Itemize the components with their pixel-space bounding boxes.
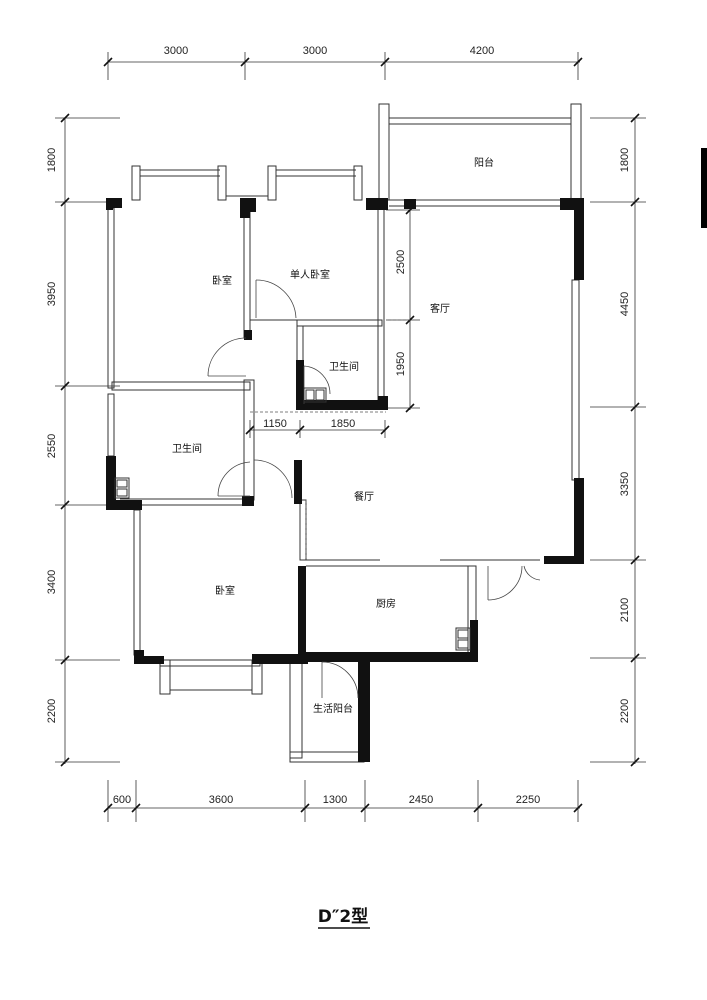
room-label-living-room: 客厅 [430,302,450,315]
fixtures [114,387,471,651]
room-label-bathroom-small: 卫生间 [329,360,359,373]
room-labels: 卧室 单人卧室 卫生间 卫生间 阳台 客厅 餐厅 卧室 厨房 生活阳台 [172,156,494,715]
thin-walls [107,103,582,763]
left-dimension-line: 1800 3950 2550 3400 2200 [46,113,120,767]
right-dim-2: 4450 [619,292,631,316]
room-label-single-bedroom: 单人卧室 [290,268,330,281]
thick-walls [106,198,584,762]
bottom-dim-4: 2450 [409,794,433,806]
room-label-bathroom-west: 卫生间 [172,442,202,455]
stove-icon [114,477,130,499]
bottom-dim-5: 2250 [516,794,540,806]
right-dim-4: 2100 [619,598,631,622]
room-label-balcony: 阳台 [474,156,494,169]
top-dim-3: 4200 [470,45,494,57]
room-label-kitchen: 厨房 [376,597,396,610]
room-label-bedroom-sw: 卧室 [215,584,235,597]
right-dim-1: 1800 [619,148,631,172]
stove-icon [303,387,327,403]
top-dim-2: 3000 [303,45,327,57]
bottom-dim-3: 1300 [323,794,347,806]
dashed-openings [250,319,410,560]
top-dim-1: 3000 [164,45,188,57]
bottom-dim-2: 3600 [209,794,233,806]
right-dim-5: 2200 [619,699,631,723]
left-dim-5: 2200 [46,699,58,723]
bottom-dim-1: 600 [113,794,131,806]
right-dimension-line: 1800 4450 3350 2100 2200 [590,113,646,767]
room-label-utility-balcony: 生活阳台 [313,702,353,715]
top-dimension-line: 3000 3000 4200 [103,45,583,80]
left-dim-3: 2550 [46,434,58,458]
inner-dim-h-1: 1150 [263,418,287,430]
room-label-bedroom-nw: 卧室 [212,274,232,287]
inner-dim-v-2: 1950 [395,352,407,376]
inner-dim-h-2: 1850 [331,418,355,430]
left-dim-1: 1800 [46,148,58,172]
door-swings [207,279,541,699]
inner-vertical-dimension: 2500 1950 [386,205,420,413]
edge-marker [701,148,707,228]
left-dim-2: 3950 [46,282,58,306]
bottom-dimension-line: 600 3600 1300 2450 2250 [103,780,583,822]
room-label-dining-room: 餐厅 [354,490,374,503]
stove-icon [455,627,471,651]
inner-horizontal-dimension: 1150 1850 [245,418,390,438]
inner-dim-v-1: 2500 [395,250,407,274]
left-dim-4: 3400 [46,570,58,594]
plan-title: D″2型 [318,906,369,927]
right-dim-3: 3350 [619,472,631,496]
